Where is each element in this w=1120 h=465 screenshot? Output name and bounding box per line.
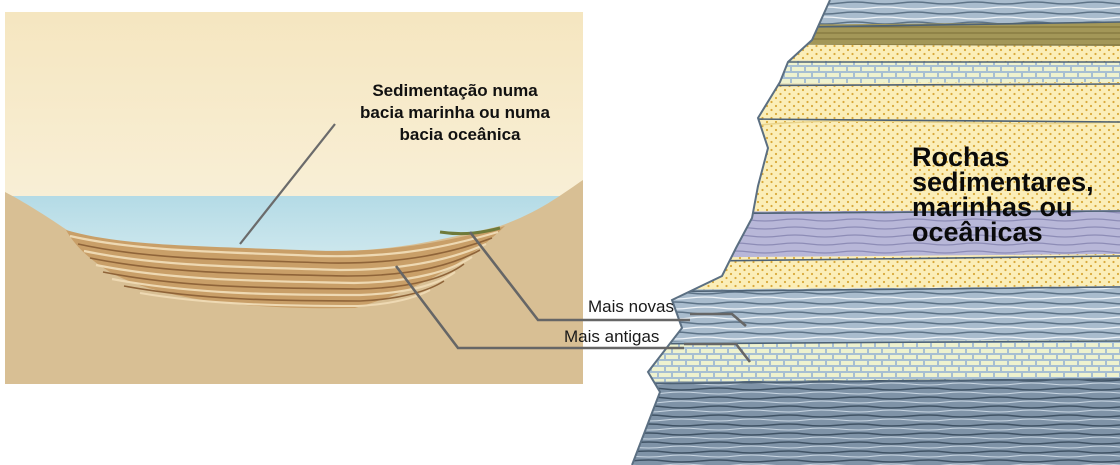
rock-title: Rochas sedimentares, marinhas ou oceânic…: [912, 142, 1094, 247]
rock-title-line-3: marinhas ou: [912, 192, 1073, 222]
label-newer: Mais novas: [588, 297, 674, 316]
outcrop-outline: [631, 0, 831, 465]
older-leader-left: [394, 265, 684, 350]
caption-leader-line: [239, 123, 336, 245]
rock-outcrop: [632, 0, 1120, 465]
layer-sandstone-thin: [632, 44, 1120, 62]
layer-bottom-shale: [632, 378, 1120, 465]
caption-line-1: Sedimentação numa: [372, 81, 538, 100]
label-older: Mais antigas: [564, 327, 659, 346]
rock-title-line-1: Rochas: [912, 142, 1010, 172]
age-leader-lines: [394, 231, 752, 363]
rock-title-line-2: sedimentares,: [912, 167, 1094, 197]
layer-sandstone-upper: [632, 82, 1120, 122]
newer-leader-right: [690, 312, 747, 327]
layer-limestone-upper: [632, 60, 1120, 86]
sediment-layers: [66, 226, 505, 309]
layer-shale-middle: [632, 286, 1120, 344]
basin-cross-section: [5, 12, 583, 384]
newer-leader-left: [468, 231, 690, 322]
basin-caption: Sedimentação numa bacia marinha ou numa …: [360, 81, 550, 144]
layer-limestone-lower: [632, 340, 1120, 384]
older-leader-right: [684, 342, 752, 363]
caption-line-2: bacia marinha ou numa: [360, 103, 550, 122]
layer-sandstone-lower: [632, 254, 1120, 292]
rock-title-line-4: oceânicas: [912, 217, 1043, 247]
caption-line-3: bacia oceânica: [400, 125, 522, 144]
